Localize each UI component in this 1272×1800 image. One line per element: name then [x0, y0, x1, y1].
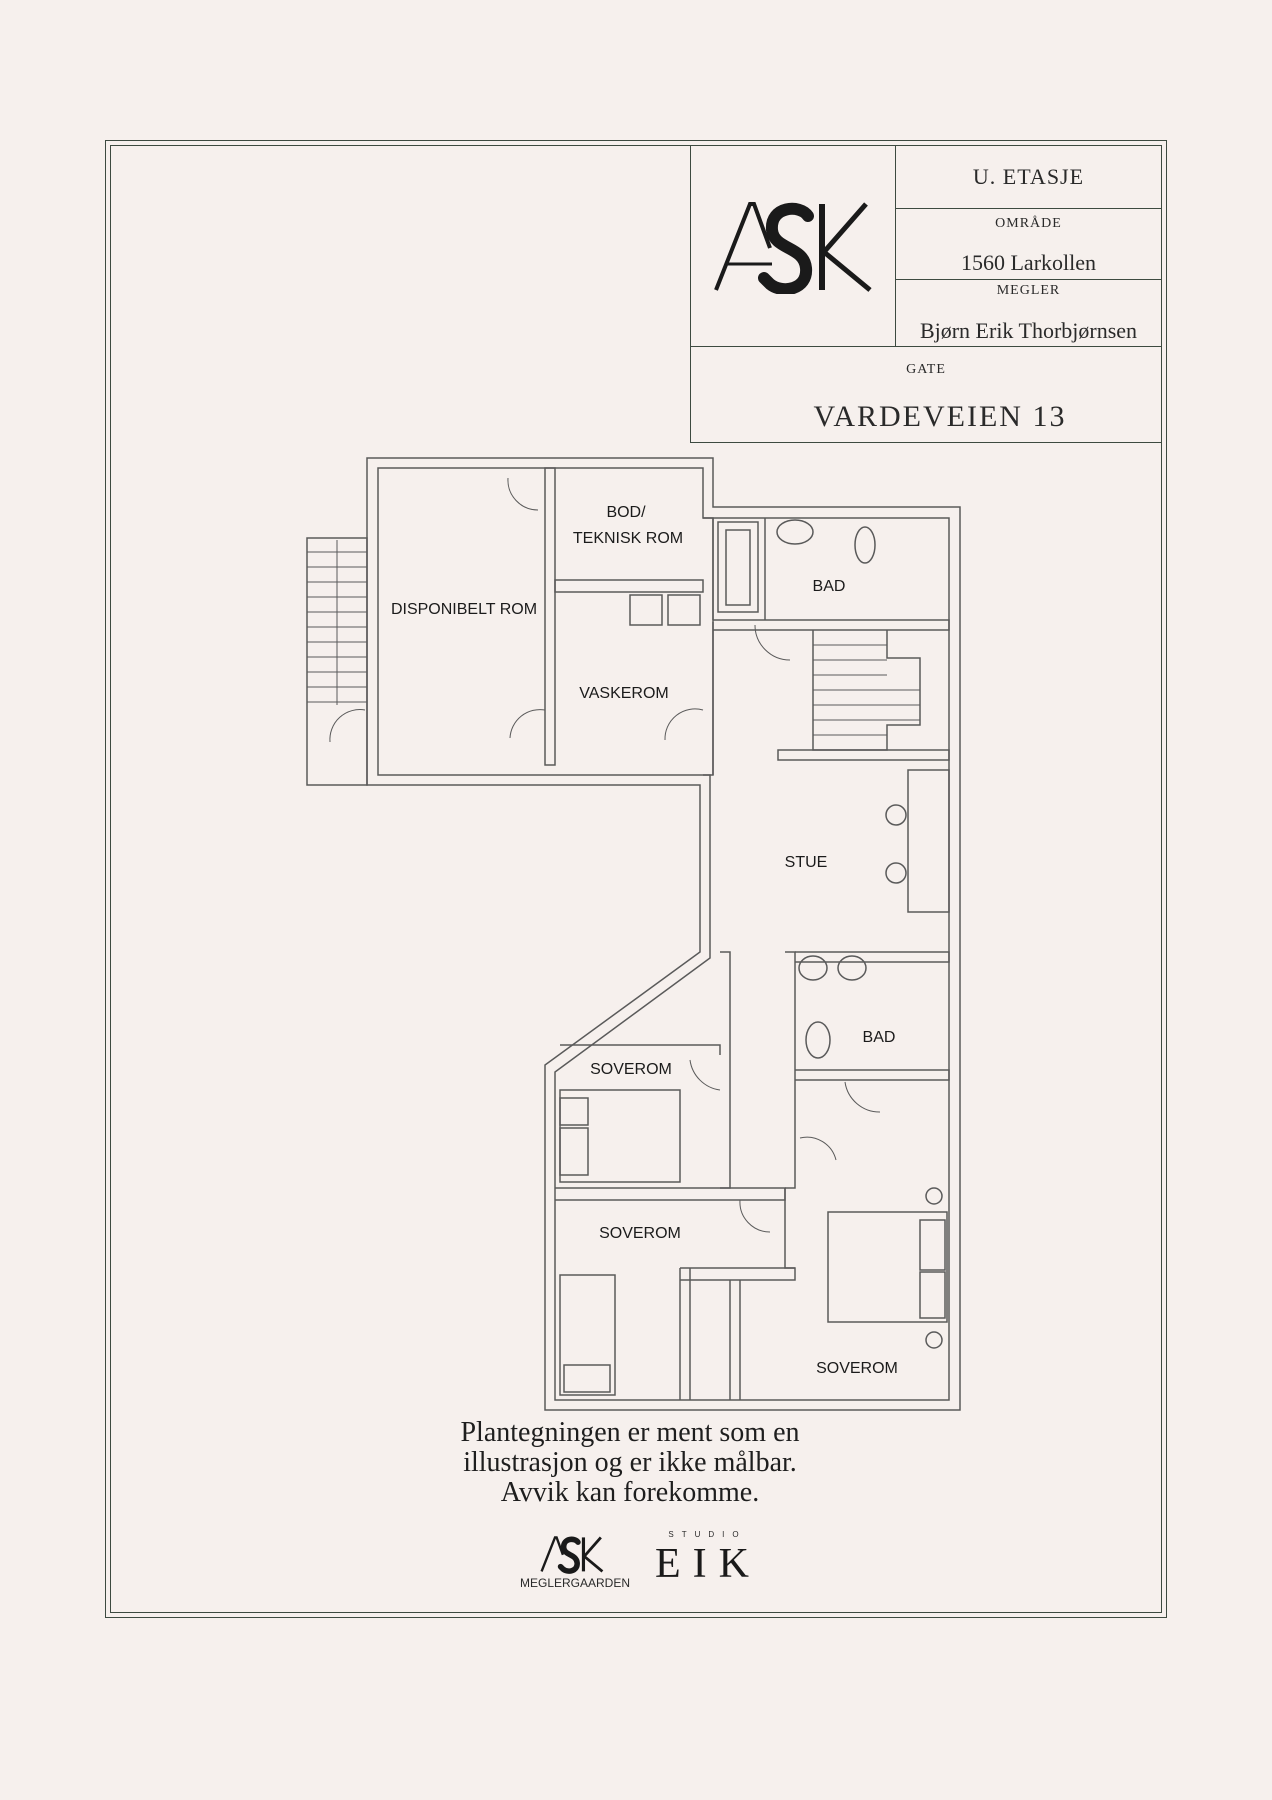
tb-line-3 [690, 346, 1162, 347]
ask-logo [714, 202, 872, 294]
tb-divider-mid [895, 145, 896, 347]
tb-line-2 [895, 279, 1162, 280]
label-stue: STUE [785, 854, 828, 871]
floor-label: U. ETASJE [972, 164, 1085, 189]
street-label: GATE [906, 362, 946, 377]
footer-eik: EIK [655, 1541, 761, 1587]
plan-walls [306, 457, 961, 1411]
label-soverom-1: SOVEROM [590, 1061, 672, 1078]
label-bod-2: TEKNISK ROM [573, 530, 683, 547]
disclaimer-line-2: illustrasjon og er ikke målbar. [463, 1447, 797, 1478]
label-disponibelt: DISPONIBELT ROM [391, 601, 537, 618]
area-value: 1560 Larkollen [960, 250, 1097, 275]
footer-ask-logo [540, 1536, 604, 1574]
tb-divider-left [690, 145, 691, 442]
street-value: VARDEVEIEN 13 [813, 400, 1067, 433]
disclaimer-line-3: Avvik kan forekomme. [500, 1477, 760, 1508]
label-soverom-2: SOVEROM [599, 1225, 681, 1242]
label-bad-top: BAD [813, 578, 846, 595]
area-label: OMRÅDE [995, 216, 1062, 231]
footer-ask-sub: MEGLERGAARDEN [519, 1576, 631, 1590]
footer-studio: STUDIO [668, 1530, 747, 1539]
disclaimer-line-1: Plantegningen er ment som en [460, 1417, 800, 1448]
outer-frame [105, 140, 1167, 1618]
label-vaskerom: VASKEROM [579, 685, 669, 702]
tb-line-1 [895, 208, 1162, 209]
label-bod-1: BOD/ [606, 504, 646, 521]
inner-frame [110, 145, 1162, 1613]
label-soverom-3: SOVEROM [816, 1360, 898, 1377]
agent-label: MEGLER [996, 283, 1061, 298]
tb-line-4 [690, 442, 1162, 443]
disclaimer: Plantegningen er ment som en illustrasjo… [380, 1418, 880, 1508]
label-bad-mid: BAD [863, 1029, 896, 1046]
agent-value: Bjørn Erik Thorbjørnsen [919, 318, 1138, 343]
